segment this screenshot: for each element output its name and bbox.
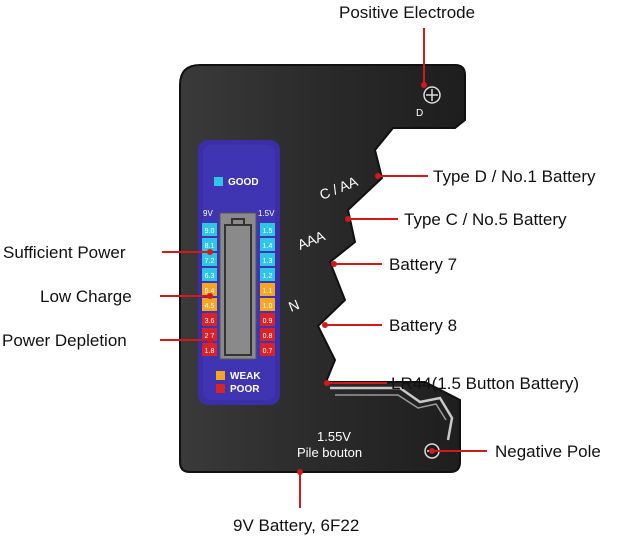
needle-window-cap xyxy=(231,218,245,226)
right-scale-value: 0.9 xyxy=(263,318,273,325)
right-scale-header: 1.5V xyxy=(258,209,275,218)
label-type-d: Type D / No.1 Battery xyxy=(433,167,596,186)
legend-good-label: GOOD xyxy=(228,177,259,188)
left-scale-value: 2.7 xyxy=(205,333,215,340)
right-scale-value: 1.1 xyxy=(263,288,273,295)
dot-low xyxy=(207,293,213,299)
right-scale-cell-weak xyxy=(260,298,275,311)
label-power-depletion: Power Depletion xyxy=(2,331,127,350)
right-scale-value: 1.3 xyxy=(263,258,273,265)
dot-depletion xyxy=(207,337,213,343)
right-scale-cell-poor xyxy=(260,328,275,341)
dot-negative xyxy=(429,448,435,454)
dot-type-c xyxy=(345,216,351,222)
label-negative-pole: Negative Pole xyxy=(495,442,601,461)
dot-lr44 xyxy=(324,380,330,386)
legend-good-swatch xyxy=(214,177,223,186)
left-scale-cell-poor xyxy=(202,313,217,326)
right-scale-value: 1.2 xyxy=(263,273,273,280)
button-name-label: Pile bouton xyxy=(297,445,362,460)
legend-weak-label: WEAK xyxy=(230,371,261,382)
left-scale-value: 6.3 xyxy=(205,273,215,280)
left-scale-cell-good xyxy=(202,253,217,266)
slot-d-label: D xyxy=(416,108,423,119)
label-battery7: Battery 7 xyxy=(389,255,457,274)
dot-nine-volt xyxy=(297,469,303,475)
left-scale-cell-weak xyxy=(202,298,217,311)
right-scale-cell-good xyxy=(260,253,275,266)
dot-positive xyxy=(421,82,427,88)
legend-weak-swatch xyxy=(216,371,225,380)
label-sufficient-power: Sufficient Power xyxy=(3,243,126,262)
label-low-charge: Low Charge xyxy=(40,287,132,306)
right-scale-cell-poor xyxy=(260,343,275,356)
dot-sufficient xyxy=(207,249,213,255)
left-scale-value: 7.2 xyxy=(205,258,215,265)
left-scale-header: 9V xyxy=(203,209,213,218)
dot-battery8 xyxy=(322,322,328,328)
left-scale-value: 9.0 xyxy=(205,228,215,235)
left-scale-cell-good xyxy=(202,268,217,281)
left-scale-cell-good xyxy=(202,223,217,236)
label-positive-electrode: Positive Electrode xyxy=(339,3,475,22)
button-clip-wire-inner xyxy=(335,394,447,421)
left-scale-value: 4.5 xyxy=(205,303,215,310)
label-type-c: Type C / No.5 Battery xyxy=(404,210,567,229)
label-lr44: LR44(1.5 Button Battery) xyxy=(391,374,579,393)
right-scale-cell-poor xyxy=(260,313,275,326)
left-voltage-scale: 9.0 8.1 7.2 6.3 5.4 4.5 3.6 2.7 1.8 xyxy=(202,223,217,356)
left-scale-value: 1.8 xyxy=(205,348,215,355)
legend-poor-label: POOR xyxy=(230,384,260,395)
right-scale-cell-good xyxy=(260,223,275,236)
button-voltage-label: 1.55V xyxy=(317,429,351,444)
dot-type-d xyxy=(375,173,381,179)
left-scale-cell-good xyxy=(202,238,217,251)
left-scale-value: 8.1 xyxy=(205,243,215,250)
left-scale-value: 3.6 xyxy=(205,318,215,325)
right-voltage-scale: 1.5 1.4 1.3 1.2 1.1 1.0 0.9 0.8 0.7 xyxy=(260,223,275,356)
right-scale-value: 0.7 xyxy=(263,348,273,355)
label-nine-volt: 9V Battery, 6F22 xyxy=(233,516,359,535)
right-scale-value: 1.0 xyxy=(263,303,273,310)
left-scale-cell-poor xyxy=(202,343,217,356)
right-scale-value: 0.8 xyxy=(263,333,273,340)
left-scale-cell-weak xyxy=(202,283,217,296)
legend-poor-swatch xyxy=(216,384,225,393)
right-scale-cell-good xyxy=(260,268,275,281)
left-scale-cell-poor xyxy=(202,328,217,341)
right-scale-cell-good xyxy=(260,238,275,251)
dot-battery7 xyxy=(331,261,337,267)
button-clip-wire xyxy=(330,386,454,441)
right-scale-value: 1.4 xyxy=(263,243,273,250)
right-scale-value: 1.5 xyxy=(263,228,273,235)
label-battery8: Battery 8 xyxy=(389,316,457,335)
right-scale-cell-weak xyxy=(260,283,275,296)
left-scale-value: 5.4 xyxy=(205,288,215,295)
